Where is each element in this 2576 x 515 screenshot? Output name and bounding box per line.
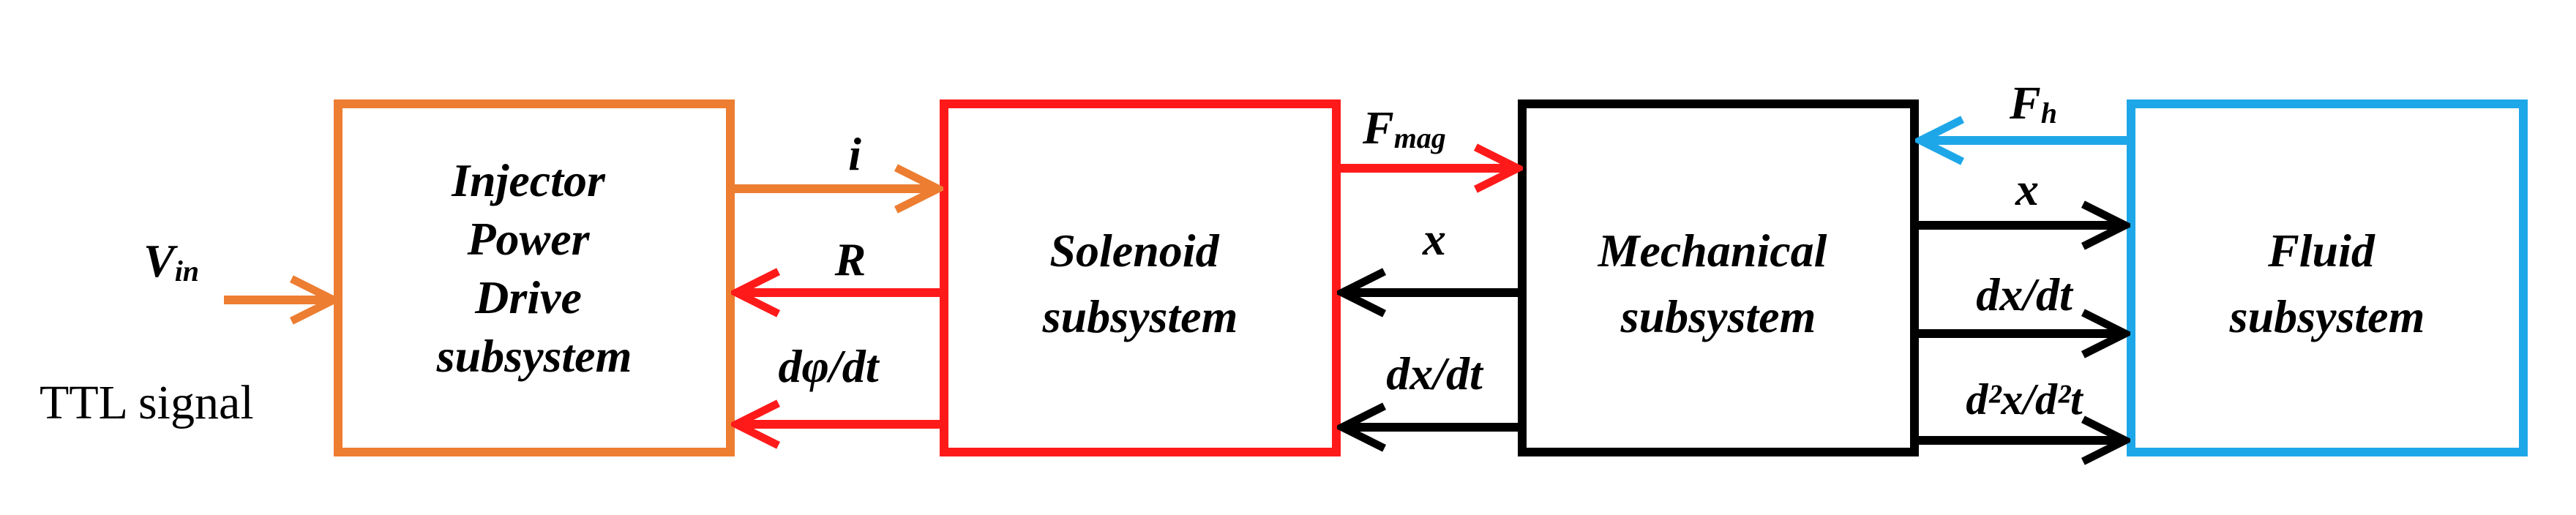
magnetic-force-label: Fmag xyxy=(1362,102,1446,154)
flux-rate-label: dφ/dt xyxy=(779,340,880,392)
hydraulic-force-label: Fh xyxy=(2009,77,2057,129)
mechanical-block-label: Mechanical subsystem xyxy=(1598,225,1839,342)
current-label: i xyxy=(848,128,861,180)
velocity-to-fluid-label: dx/dt xyxy=(1976,268,2074,320)
acceleration-to-fluid-label: d²x/d²t xyxy=(1966,375,2084,424)
fluid-block-label: Fluid subsystem xyxy=(2229,225,2425,342)
mechanical-block xyxy=(1518,99,1919,456)
solenoid-block-label: Solenoid subsystem xyxy=(1042,225,1238,342)
resistance-label: R xyxy=(834,233,866,285)
vin-label: Vin xyxy=(143,235,199,287)
fluid-block xyxy=(2127,99,2528,456)
position-to-solenoid-label: x xyxy=(1422,213,1446,265)
injector-block-label: Injector Power Drive subsystem xyxy=(436,154,632,382)
ttl-signal-caption: TTL signal xyxy=(40,376,254,429)
velocity-to-solenoid-label: dx/dt xyxy=(1386,347,1484,399)
solenoid-block xyxy=(940,99,1341,456)
position-to-fluid-label: x xyxy=(2015,163,2039,215)
